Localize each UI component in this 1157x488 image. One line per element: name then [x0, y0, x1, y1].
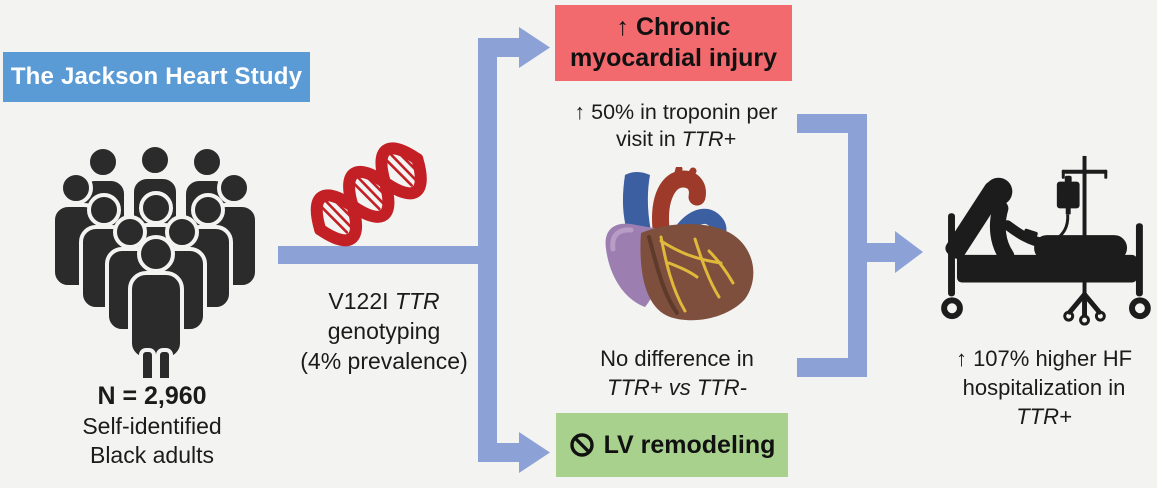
- hf-result-line3: TTR+: [928, 402, 1157, 431]
- crowd-icon: [51, 143, 259, 378]
- remodeling-finding: No difference in TTR+ vs TTR-: [557, 344, 797, 402]
- cohort-size: N = 2,960: [97, 382, 207, 410]
- remodeling-box-label: LV remodeling: [603, 430, 776, 459]
- remodeling-line2: TTR+ vs TTR-: [557, 373, 797, 402]
- dna-helix-icon: [310, 142, 427, 247]
- troponin-line1: ↑ 50% in troponin per: [574, 100, 778, 124]
- cohort-pop-line2: Black adults: [89, 442, 214, 468]
- prohibition-icon: [569, 433, 594, 457]
- front-person: [128, 235, 184, 378]
- remodeling-line1: No difference in: [600, 346, 754, 371]
- hf-result-line2: hospitalization in: [962, 375, 1126, 400]
- cohort-description: N = 2,960 Self-identified Black adults: [22, 381, 282, 470]
- ttr-positive-result-label: TTR+: [1016, 404, 1072, 429]
- troponin-finding: ↑ 50% in troponin per visit in TTR+: [550, 99, 802, 153]
- study-title: The Jackson Heart Study: [10, 63, 303, 90]
- hospital-bed-icon: [941, 155, 1151, 326]
- injury-box-line1: ↑ Chronic: [616, 13, 731, 41]
- exposure-line3: (4% prevalence): [300, 348, 468, 374]
- gene-symbol: TTR: [394, 288, 440, 314]
- anatomical-heart-icon: [605, 167, 754, 321]
- exposure-line1: V122I TTR: [328, 288, 440, 314]
- cohort-pop-line1: Self-identified: [82, 413, 222, 439]
- ttr-positive-label: TTR+: [681, 127, 737, 151]
- remodeling-outcome-box: LV remodeling: [556, 413, 788, 477]
- troponin-line2: visit in TTR+: [615, 127, 737, 151]
- injury-box-line2: myocardial injury: [569, 44, 778, 72]
- exposure-description: V122I TTR genotyping (4% prevalence): [278, 286, 490, 376]
- injury-outcome-box: ↑ Chronic myocardial injury: [555, 5, 792, 81]
- hf-result-line1: ↑ 107% higher HF: [955, 346, 1133, 371]
- exposure-line2: genotyping: [327, 318, 441, 344]
- ttr-comparison-label: TTR+ vs TTR-: [607, 375, 747, 400]
- hf-result: ↑ 107% higher HF hospitalization in TTR+: [928, 344, 1157, 431]
- study-title-box: The Jackson Heart Study: [3, 52, 310, 102]
